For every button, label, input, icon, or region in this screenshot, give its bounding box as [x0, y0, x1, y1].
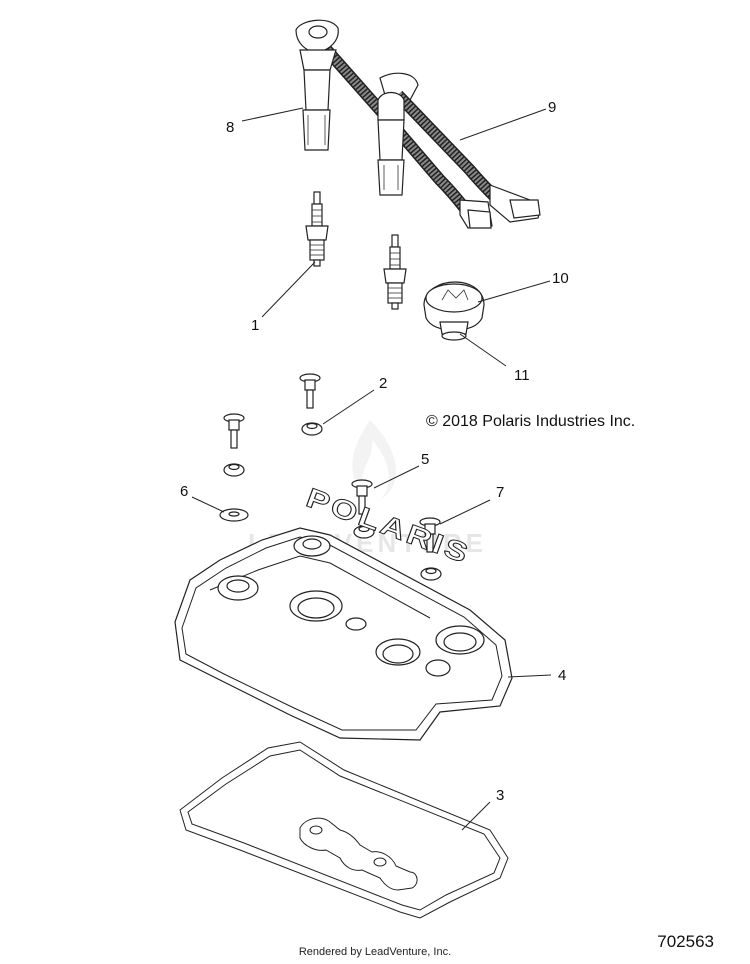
valve-cover-gasket: [179, 741, 509, 919]
copyright-notice: © 2018 Polaris Industries Inc.: [426, 413, 636, 430]
callout-7: 7: [496, 484, 505, 501]
bolt-middle: [351, 479, 375, 539]
bolt-left: [223, 413, 245, 477]
leader-lines: [191, 107, 552, 831]
callout-9: 9: [548, 99, 557, 116]
spark-plug-wire-long: [379, 72, 541, 223]
spark-plug-1: [305, 191, 329, 267]
callout-6: 6: [180, 483, 189, 500]
callout-11: 11: [514, 367, 530, 384]
watermark-flame-icon: [352, 420, 397, 500]
callout-1: 1: [251, 317, 260, 334]
callout-10: 10: [552, 270, 569, 287]
spark-plug-boot-2: [377, 91, 405, 196]
valve-cover: POLARIS: [174, 481, 513, 741]
footer-credit: Rendered by LeadVenture, Inc.: [298, 946, 452, 958]
callout-2: 2: [379, 375, 388, 392]
bolt-top: [299, 373, 323, 436]
spark-plug-2: [383, 234, 407, 310]
callout-3: 3: [496, 787, 505, 804]
document-number: 702563: [657, 932, 714, 951]
callout-5: 5: [421, 451, 430, 468]
bolt-right: [419, 517, 442, 581]
oil-fill-cap: [423, 281, 485, 341]
washer: [219, 508, 249, 522]
callout-8: 8: [226, 119, 235, 136]
callout-4: 4: [558, 667, 567, 684]
spark-plug-boot-cable: [295, 19, 493, 229]
